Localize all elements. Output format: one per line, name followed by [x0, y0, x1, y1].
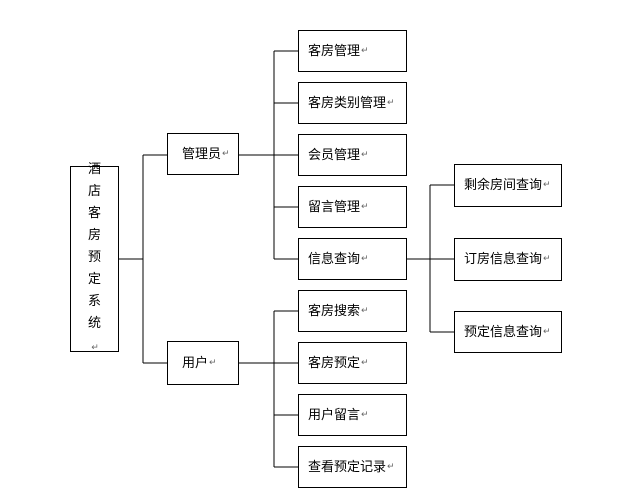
user-child-label: 用户留言 [308, 407, 361, 423]
return-mark: ↵ [361, 409, 369, 420]
user-child-label: 查看预定记录 [308, 459, 387, 475]
admin-node-label: 管理员 [182, 146, 222, 162]
query-child-label: 预定信息查询 [464, 324, 543, 340]
return-mark: ↵ [222, 148, 230, 159]
user-child-room-search: 客房搜索↵ [298, 290, 407, 332]
return-mark: ↵ [387, 461, 395, 472]
query-child-remaining-rooms: 剩余房间查询↵ [454, 164, 562, 207]
admin-child-label: 信息查询 [308, 251, 361, 267]
admin-child-info-query: 信息查询↵ [298, 238, 407, 280]
admin-child-room-management: 客房管理↵ [298, 30, 407, 72]
return-mark: ↵ [543, 326, 551, 337]
root-node: 酒店客房预定系统 ↵ [70, 162, 119, 353]
query-child-label: 订房信息查询 [464, 252, 543, 267]
root-node-label: 酒店客房预定系统 [87, 162, 101, 331]
return-mark: ↵ [387, 97, 395, 108]
user-child-user-message: 用户留言↵ [298, 394, 407, 436]
return-mark: ↵ [361, 253, 369, 264]
return-mark: ↵ [361, 201, 369, 212]
admin-child-room-type-management: 客房类别管理↵ [298, 82, 407, 124]
query-child-reservation-info: 预定信息查询↵ [454, 311, 562, 353]
return-mark: ↵ [361, 357, 369, 368]
user-node-label: 用户 [182, 355, 209, 371]
admin-child-label: 会员管理 [308, 147, 361, 163]
admin-child-member-management: 会员管理↵ [298, 134, 407, 176]
admin-child-message-management: 留言管理↵ [298, 186, 407, 228]
query-child-booking-info: 订房信息查询↵ [454, 238, 562, 281]
admin-child-label: 客房管理 [308, 43, 361, 59]
user-node: 用户↵ [167, 341, 239, 385]
return-mark: ↵ [91, 343, 99, 353]
admin-node: 管理员↵ [167, 133, 239, 175]
admin-child-label: 客房类别管理 [308, 95, 387, 111]
user-child-view-booking-records: 查看预定记录↵ [298, 446, 407, 488]
return-mark: ↵ [543, 254, 551, 264]
query-child-label: 剩余房间查询 [464, 178, 543, 193]
admin-child-label: 留言管理 [308, 199, 361, 215]
return-mark: ↵ [361, 45, 369, 56]
return-mark: ↵ [209, 357, 217, 368]
user-child-room-booking: 客房预定↵ [298, 342, 407, 384]
user-child-label: 客房搜索 [308, 303, 361, 319]
return-mark: ↵ [543, 180, 551, 190]
return-mark: ↵ [361, 149, 369, 160]
return-mark: ↵ [361, 305, 369, 316]
user-child-label: 客房预定 [308, 355, 361, 371]
